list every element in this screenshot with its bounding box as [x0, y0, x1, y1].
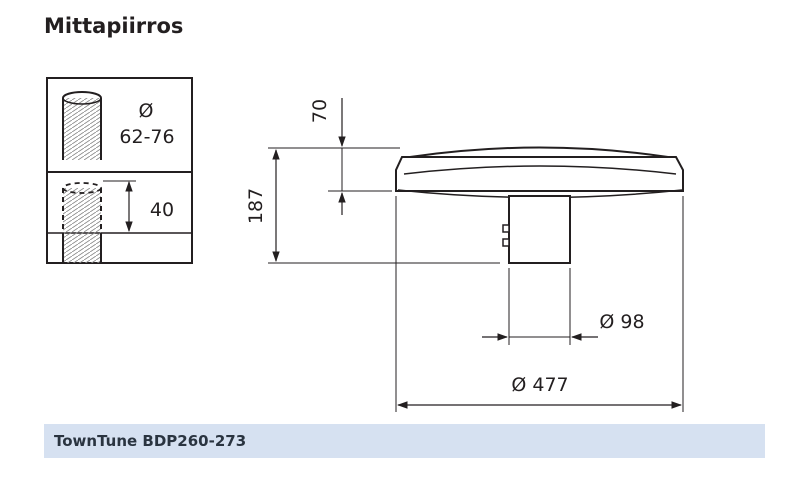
spigot: [502, 195, 571, 264]
dim-98-label: Ø 98: [599, 311, 644, 333]
inset-depth-label: 40: [150, 199, 174, 221]
pole-icon: [62, 91, 102, 160]
spigot-screw-bottom: [502, 238, 510, 247]
page-title: Mittapiirros: [44, 14, 184, 38]
spigot-screw-top: [502, 224, 510, 233]
pole-insert-icon: [62, 182, 102, 263]
luminaire-head: [395, 146, 684, 199]
inset-diameter-symbol: Ø: [139, 100, 154, 122]
dim-187-label: 187: [245, 188, 267, 224]
product-caption: TownTune BDP260-273: [44, 424, 765, 458]
pole-inset: Ø 62-76 40: [46, 77, 193, 264]
inset-frame: [46, 77, 193, 264]
dim-477-label: Ø 477: [511, 374, 568, 396]
inset-diameter-range: 62-76: [119, 126, 174, 148]
dim-70-label: 70: [309, 99, 331, 123]
